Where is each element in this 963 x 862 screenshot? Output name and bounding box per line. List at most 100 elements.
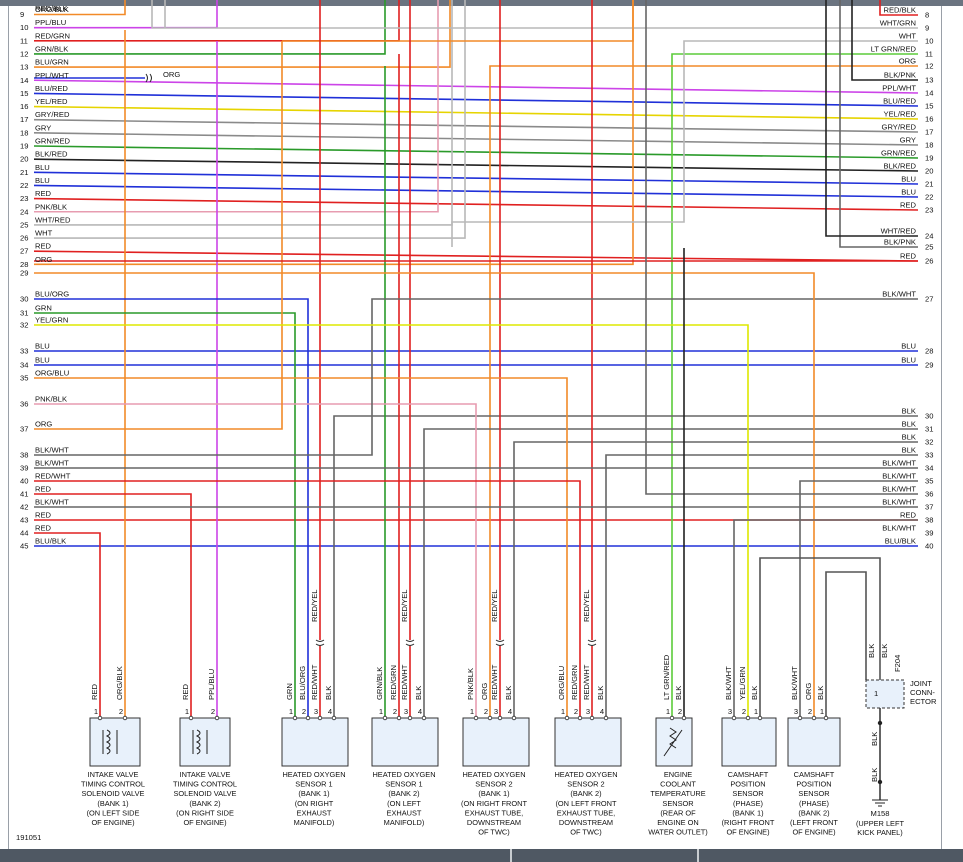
component-pin-wire-label: ORG (804, 683, 813, 700)
pin-socket (122, 715, 128, 721)
component-pin-number: 1 (379, 707, 383, 716)
component-caption-line: OF TWC) (570, 828, 601, 837)
right-wire-label: BLK/WHT (882, 459, 916, 468)
component-caption-line: HEATED OXYGEN (554, 770, 617, 779)
ground-caption-line: (UPPER LEFT (856, 819, 905, 828)
right-pin-number: 37 (925, 503, 933, 512)
component-pin-wire-label: RED/WHT (310, 664, 319, 700)
pin-socket (511, 715, 517, 721)
wire-intake1-red (34, 532, 101, 718)
left-pin-number: 44 (20, 529, 28, 538)
right-pin-number: 39 (925, 529, 933, 538)
pin-socket (331, 715, 337, 721)
component-o2-b1s1 (281, 717, 349, 767)
left-pin-number: 34 (20, 361, 28, 370)
left-wire-label: RED (35, 511, 52, 520)
right-pin-number: 11 (925, 50, 933, 59)
wire-wht (451, 40, 918, 247)
component-caption-line: OF ENGINE) (726, 828, 769, 837)
ground-icon (872, 799, 888, 807)
wire-o2-4-red-grn (34, 480, 581, 718)
component-pin-number: 2 (302, 707, 306, 716)
component-caption-line: (RIGHT FRONT (722, 818, 775, 827)
component-caption-line: SENSOR 2 (475, 780, 512, 789)
component-o2-b2s2 (554, 717, 622, 767)
left-pin-number: 27 (20, 247, 28, 256)
wire-cmp1-blk-wht (733, 519, 918, 718)
left-wire-label: PNK/BLK (35, 202, 67, 211)
ground-wire-label: BLK (870, 732, 879, 746)
component-pin-number: 4 (418, 707, 422, 716)
left-pin-number: 13 (20, 63, 28, 72)
component-caption-line: OF ENGINE) (183, 818, 226, 827)
component-caption-line: (BANK 2) (388, 789, 419, 798)
left-wire-label: GRN/RED (35, 137, 71, 146)
left-pin-number: 28 (20, 260, 28, 269)
right-pin-number: 26 (925, 257, 933, 266)
component-caption-line: SENSOR (732, 789, 763, 798)
through-wire (33, 92, 919, 107)
left-pin-number: 31 (20, 309, 28, 318)
left-wire-label: ORG (35, 255, 52, 264)
component-pin-wire-label: BLK (816, 686, 825, 700)
component-caption-line: POSITION (796, 780, 831, 789)
component-caption-line: (BANK 1) (732, 808, 763, 817)
right-wire-label: BLU/RED (883, 97, 916, 106)
component-caption-line: HEATED OXYGEN (462, 770, 525, 779)
pin-socket (797, 715, 803, 721)
component-pin-number: 4 (600, 707, 604, 716)
right-pin-number: 25 (925, 243, 933, 252)
through-wire (33, 118, 919, 133)
left-wire-label: GRY/RED (35, 110, 70, 119)
component-caption-line: SENSOR (662, 799, 693, 808)
right-wire-label: WHT/RED (881, 227, 917, 236)
component-pin-number: 3 (314, 707, 318, 716)
component-intake-bank2 (179, 717, 231, 767)
right-pin-number: 27 (925, 295, 933, 304)
wire-o2-3-blk (513, 441, 918, 718)
component-pin-number: 1 (289, 707, 293, 716)
component-pin-number: 2 (484, 707, 488, 716)
component-caption-line: (ON RIGHT FRONT (461, 799, 527, 808)
pin-socket (305, 715, 311, 721)
wire-to-upper (34, 0, 453, 226)
right-pin-number: 32 (925, 438, 933, 447)
right-pin-number: 20 (925, 167, 933, 176)
component-caption-line: SOLENOID VALVE (82, 789, 145, 798)
component-pin-wire-label: BLU/ORG (298, 666, 307, 700)
wire-org-sensor (489, 65, 918, 718)
right-pin-number: 24 (925, 232, 933, 241)
component-caption-line: OF ENGINE) (91, 818, 134, 827)
left-wire-label: BLU/RED (35, 84, 68, 93)
left-pin-number: 18 (20, 128, 28, 137)
joint-connector-name: F204 (893, 655, 902, 672)
left-pin-number: 14 (20, 76, 28, 85)
left-pin-number: 42 (20, 503, 28, 512)
left-wire-label: PNK/BLK (35, 395, 67, 404)
component-pin-number: 2 (678, 707, 682, 716)
wire-blk-pnk-13 (851, 0, 918, 81)
right-wire-label: LT GRN/RED (871, 45, 917, 54)
component-pin-number: 3 (728, 707, 732, 716)
component-o2-b1s2 (462, 717, 530, 767)
wire-o2-1-blk (333, 415, 918, 718)
left-pin-number: 40 (20, 477, 28, 486)
window-bottom-bar (0, 849, 963, 862)
component-pin-number: 2 (742, 707, 746, 716)
component-pin-wire-label: BLK (674, 686, 683, 700)
left-wire-label: YEL/RED (35, 97, 68, 106)
component-pin-number: 2 (393, 707, 397, 716)
left-wire-label: PPL/WHT (35, 71, 69, 80)
component-pin-wire-label: RED/GRN (570, 665, 579, 700)
solenoid-coil-icon (192, 729, 208, 755)
left-wire-label: BLU (35, 342, 50, 351)
left-wire-label: BLK/WHT (35, 459, 69, 468)
right-pin-number: 18 (925, 141, 933, 150)
component-pin-number: 3 (494, 707, 498, 716)
component-pin-wire-label: RED (90, 683, 99, 700)
joint-wire-label: BLK (880, 644, 889, 658)
right-pin-number: 12 (925, 62, 933, 71)
right-wire-label: RED (900, 201, 917, 210)
component-caption-line: (PHASE) (799, 799, 829, 808)
